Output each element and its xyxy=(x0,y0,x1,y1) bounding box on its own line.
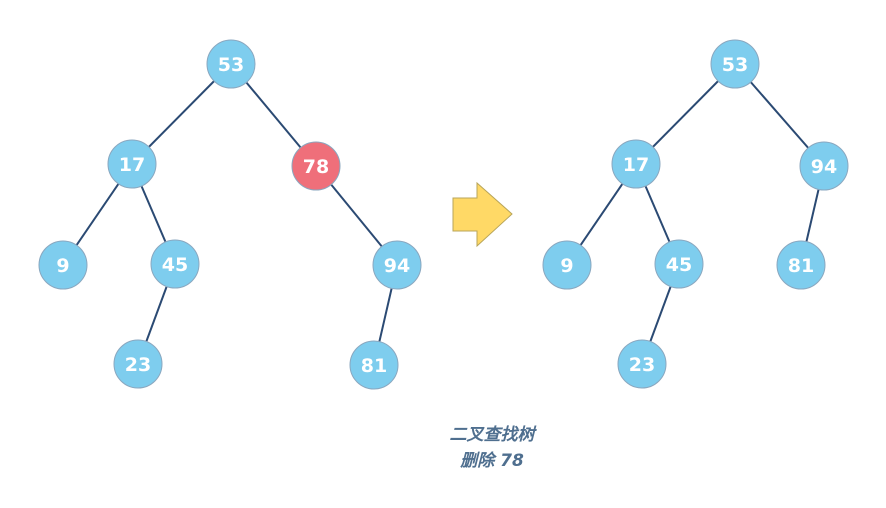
after-node-circle xyxy=(654,239,704,289)
caption-title: 二叉查找树 xyxy=(449,425,535,445)
after-node-circle xyxy=(611,139,661,189)
after-node-label: 81 xyxy=(788,255,814,277)
after-node-label: 94 xyxy=(811,156,837,178)
before-node-label: 78 xyxy=(303,156,329,178)
right-arrow-icon xyxy=(452,181,513,248)
nodes-layer: 53 17 78 9 45 94 23 81 53 17 94 9 45 81 23 xyxy=(38,39,849,390)
after-node-circle xyxy=(799,141,849,191)
after-node-81: 81 xyxy=(776,240,826,290)
before-node-circle xyxy=(107,139,157,189)
before-node-45: 45 xyxy=(150,239,200,289)
after-node-9: 9 xyxy=(542,240,592,290)
before-node-label: 17 xyxy=(119,154,145,176)
after-node-45: 45 xyxy=(654,239,704,289)
before-node-circle xyxy=(113,339,163,389)
before-node-label: 45 xyxy=(162,254,188,276)
before-node-78: 78 xyxy=(291,141,341,191)
before-node-circle xyxy=(291,141,341,191)
before-node-label: 53 xyxy=(218,54,244,76)
after-node-label: 45 xyxy=(666,254,692,276)
after-node-23: 23 xyxy=(617,339,667,389)
before-node-label: 9 xyxy=(56,255,69,277)
edges-layer xyxy=(62,63,825,366)
caption-subtitle: 删除 78 xyxy=(460,451,524,471)
before-node-label: 81 xyxy=(361,355,387,377)
before-node-circle xyxy=(38,240,88,290)
after-node-94: 94 xyxy=(799,141,849,191)
before-node-81: 81 xyxy=(349,340,399,390)
before-node-circle xyxy=(150,239,200,289)
after-node-circle xyxy=(617,339,667,389)
before-node-17: 17 xyxy=(107,139,157,189)
before-node-53: 53 xyxy=(206,39,256,89)
before-node-94: 94 xyxy=(372,240,422,290)
after-node-circle xyxy=(542,240,592,290)
after-node-label: 9 xyxy=(560,255,573,277)
before-node-label: 94 xyxy=(384,255,410,277)
after-node-label: 53 xyxy=(722,54,748,76)
after-node-circle xyxy=(710,39,760,89)
before-node-9: 9 xyxy=(38,240,88,290)
before-node-23: 23 xyxy=(113,339,163,389)
before-node-circle xyxy=(349,340,399,390)
after-node-label: 17 xyxy=(623,154,649,176)
after-node-circle xyxy=(776,240,826,290)
after-node-53: 53 xyxy=(710,39,760,89)
before-node-circle xyxy=(372,240,422,290)
before-node-circle xyxy=(206,39,256,89)
after-node-17: 17 xyxy=(611,139,661,189)
after-node-label: 23 xyxy=(629,354,655,376)
before-node-label: 23 xyxy=(125,354,151,376)
